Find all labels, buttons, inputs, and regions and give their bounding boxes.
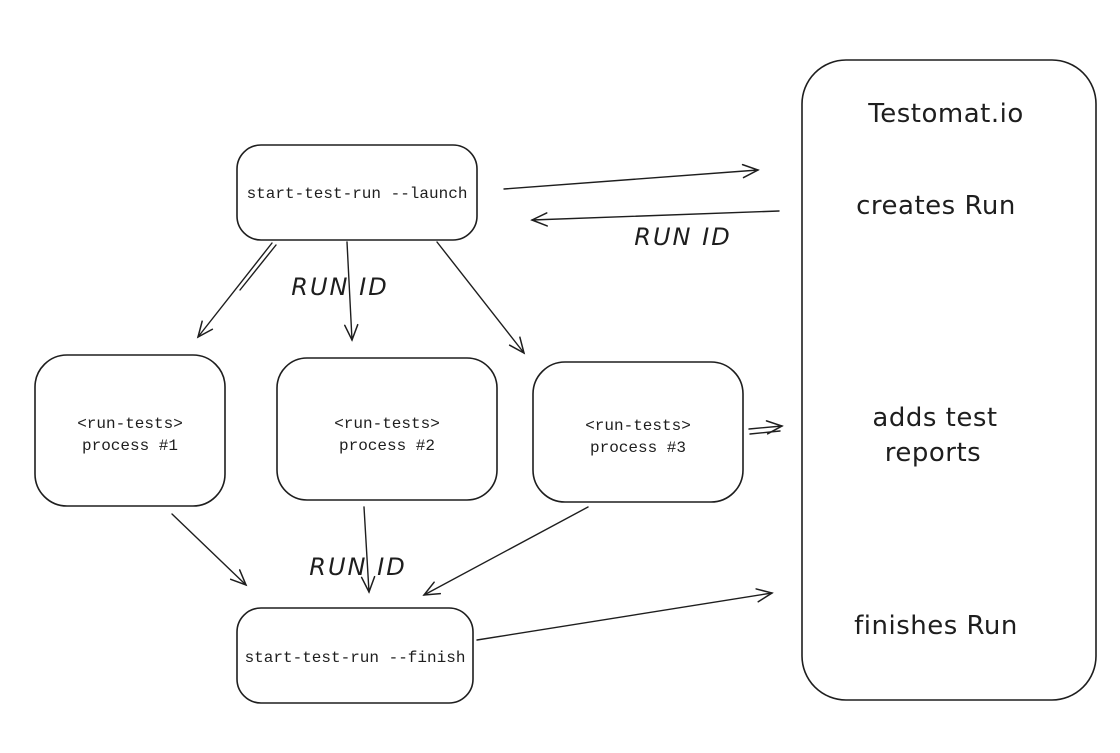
node-start-test-run-finish-label: start-test-run --finish (245, 649, 466, 667)
node-start-test-run-finish (236, 607, 474, 704)
edge-process2-to-finish (360, 506, 376, 594)
panel-testomat (801, 59, 1097, 701)
panel-testomat-title: Testomat.io (867, 99, 1023, 129)
node-run-tests-process-3-line1: <run-tests> (585, 417, 691, 435)
panel-adds-test-reports-line2: reports (885, 438, 981, 468)
edge-process3-to-finish (422, 506, 589, 596)
node-run-tests-process-2-line2: process #2 (339, 437, 435, 455)
edge-launch-to-process1-sketch (239, 244, 277, 291)
diagram-edges (171, 163, 784, 641)
node-run-tests-process-3 (532, 361, 744, 503)
edge-process3-to-testomat-sketch (749, 430, 781, 435)
panel-creates-run-label: creates Run (856, 191, 1016, 221)
edge-testomat-to-launch (530, 210, 780, 227)
node-start-test-run-launch (236, 144, 478, 241)
node-run-tests-process-1-line2: process #1 (82, 437, 178, 455)
node-start-test-run-launch-label: start-test-run --launch (247, 185, 468, 203)
edge-launch-to-process2 (343, 241, 359, 342)
edge-process1-to-finish (171, 513, 248, 587)
node-run-tests-process-3-line2: process #3 (590, 439, 686, 457)
node-run-tests-process-1 (34, 354, 226, 507)
node-run-tests-process-2-line1: <run-tests> (334, 415, 440, 433)
edge-label-run-id-top: RUN ID (291, 273, 388, 301)
edge-launch-to-process3 (436, 241, 526, 355)
edge-launch-to-process1 (196, 242, 273, 339)
panel-adds-test-reports-line1: adds test (872, 403, 997, 433)
edge-launch-to-testomat (503, 163, 760, 190)
edge-label-run-id-right: RUN ID (634, 223, 731, 251)
node-run-tests-process-1-line1: <run-tests> (77, 415, 183, 433)
edge-finish-to-testomat (476, 588, 774, 641)
edge-process3-to-testomat (748, 420, 784, 435)
panel-finishes-run-label: finishes Run (854, 611, 1018, 641)
node-run-tests-process-2 (276, 357, 498, 501)
edge-label-run-id-bottom: RUN ID (309, 553, 406, 581)
